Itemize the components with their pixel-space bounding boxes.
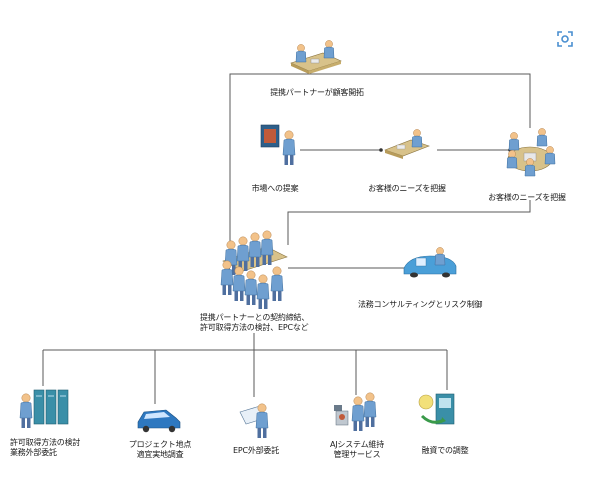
- maintenance-icon: [334, 392, 377, 432]
- meeting-icon: [290, 40, 342, 74]
- label-contract-line2: 許可取得方法の検討、EPCなど: [200, 323, 309, 332]
- car-icon: [137, 409, 181, 433]
- label-site-survey-line2: 適宜実地調査: [136, 450, 184, 459]
- label-customer-needs-2: お客様のニーズを把握: [488, 193, 566, 202]
- label-market-proposal: 市場への提案: [251, 184, 299, 193]
- connector-needs-to-contract: [287, 200, 531, 245]
- label-permit-line1: 許可取得方法の検討: [10, 438, 81, 447]
- label-system-maintenance-line1: AJシステム維持: [330, 440, 384, 449]
- group-meeting-icon: [506, 128, 556, 177]
- connector-lines: [42, 73, 531, 404]
- label-system-maintenance-line2: 管理サービス: [333, 450, 381, 459]
- financing-icon: [418, 393, 455, 425]
- label-customer-needs-1: お客様のニーズを把握: [368, 184, 446, 193]
- label-permit-line2: 業務外部委託: [10, 448, 57, 457]
- engineer-icon: [239, 403, 269, 439]
- label-site-survey-line1: プロジェクト地点: [128, 440, 192, 449]
- desk-meeting-icon: [384, 129, 430, 159]
- settings-target-icon[interactable]: [556, 30, 574, 48]
- legal-workstation-icon: [403, 247, 457, 278]
- label-contract-line1: 提携パートナーとの契約締結、: [200, 313, 310, 322]
- label-epc: EPC外部委託: [232, 446, 280, 455]
- label-partner-sales: 提携パートナーが顧客開拓: [270, 88, 364, 97]
- label-legal-consulting: 法務コンサルティングとリスク制御: [358, 300, 483, 309]
- connector-top-loop: [229, 73, 531, 245]
- server-rack-icon: [19, 389, 69, 429]
- label-financing: 融資での調整: [421, 446, 469, 455]
- presentation-board-icon: [260, 124, 296, 166]
- conference-icon: [220, 230, 288, 310]
